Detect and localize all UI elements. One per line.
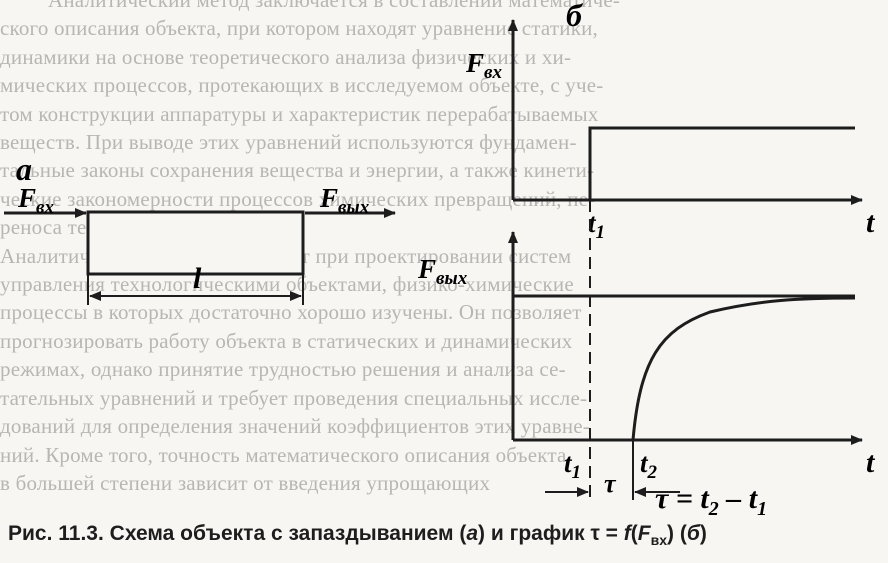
bg-line: дований для определения значений коэффиц… [0, 414, 590, 439]
bg-line: динамики на основе теоретического анализ… [0, 44, 572, 69]
tau-mark: τ [604, 469, 617, 498]
bottom-t2-label: t2 [640, 448, 658, 483]
caption-F: F [637, 522, 651, 545]
tau-formula: τ = t2 – t1 [655, 482, 767, 520]
length-label: l [193, 262, 202, 295]
bg-line: Аналитический метод заключается в состав… [48, 0, 621, 12]
caption-b: б [686, 522, 700, 545]
bg-line: тальные законы сохранения вещества и эне… [0, 158, 595, 183]
output-response-curve [513, 296, 856, 442]
bg-line: тательных уравнений и требует проведения… [0, 385, 588, 410]
figure-a-scheme: а Fвх Fвых l [4, 151, 396, 305]
top-t1-label: t1 [588, 208, 605, 243]
bg-line: мических процессов, протекающих в исслед… [0, 73, 604, 98]
bg-line: процессы в которых достаточно хорошо изу… [0, 300, 582, 325]
figure-b-graphs: б Fвх t t1 Fвых t t1 t2 τ τ = t2 – t1 [417, 0, 876, 520]
bg-line: прогнозировать работу объекта в статичес… [0, 328, 573, 353]
input-signal-label: Fвх [17, 183, 55, 218]
top-y-label: Fвх [465, 48, 503, 83]
bottom-x-label: t [866, 446, 876, 479]
background-body-text: Аналитический метод заключается в состав… [0, 0, 621, 495]
top-x-label: t [866, 206, 876, 239]
bg-line: режимах, однако принятие трудностью реше… [0, 357, 566, 382]
bottom-y-label: Fвых [417, 254, 468, 289]
bg-line: ческие закономерности процессов химическ… [0, 186, 596, 211]
figure-caption: Рис. 11.3. Схема объекта с запаздыванием… [8, 516, 884, 561]
output-signal-label: Fвых [319, 183, 370, 218]
bottom-t1-label: t1 [564, 448, 581, 483]
figure-b-label: б [566, 0, 584, 33]
figure-a-label: а [16, 151, 32, 187]
bg-line: ний. Кроме того, точность математическог… [0, 442, 567, 467]
caption-mid: ) и график τ = [478, 522, 624, 545]
object-block [86, 210, 305, 276]
caption-prefix: Рис. 11.3. Схема объекта с запаздыванием… [8, 522, 467, 545]
caption-a: а [466, 522, 478, 545]
bg-line: в большей степени зависит от введения уп… [0, 470, 491, 495]
bg-line: веществ. При выводе этих уравнений испол… [0, 130, 577, 155]
bg-line: ского описания объекта, при котором нахо… [0, 16, 599, 41]
input-step-line [513, 126, 855, 202]
bg-line: том конструкции аппаратуры и характерист… [0, 101, 599, 126]
caption-f: f [623, 522, 631, 545]
